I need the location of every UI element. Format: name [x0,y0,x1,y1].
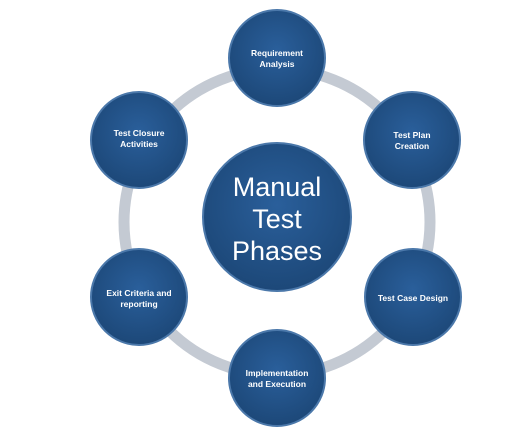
phase-label-line: Exit Criteria and [106,288,171,298]
phase-label-line: Test Closure [114,128,165,138]
center-label-line-1: Manual [233,172,322,202]
phase-label-line: and Execution [248,379,306,389]
center-label-line-2: Test [252,204,302,234]
phase-label-line: reporting [120,299,157,309]
phase-node-test-plan-creation: Test Plan Creation [363,91,461,189]
phase-node-requirement-analysis: Requirement Analysis [228,9,326,107]
phase-node-test-closure-activities: Test Closure Activities [90,91,188,189]
phase-label-line: Creation [395,141,429,151]
center-label-line-3: Phases [232,236,322,266]
phase-label-line: Test Case Design [378,293,448,303]
phase-node-test-case-design: Test Case Design [364,248,462,346]
phase-node-exit-criteria-reporting: Exit Criteria and reporting [90,248,188,346]
phase-node-implementation-execution: Implementation and Execution [228,329,326,427]
phase-label-line: Test Plan [393,130,430,140]
phase-label-line: Activities [120,139,158,149]
phase-label-line: Implementation [246,368,309,378]
phase-label-line: Analysis [260,59,295,69]
center-node: Manual Test Phases [202,142,352,292]
phase-label-line: Requirement [251,48,303,58]
